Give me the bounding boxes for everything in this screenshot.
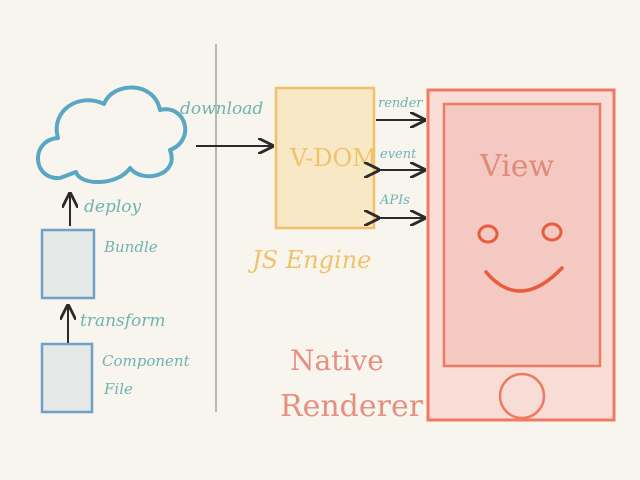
right-eye-icon	[541, 222, 563, 242]
render-label: render	[378, 96, 423, 111]
vdom-box	[274, 86, 376, 230]
component-file-box	[40, 342, 94, 414]
home-button	[498, 372, 546, 420]
js-engine-label: JS Engine	[247, 246, 371, 274]
vdom-label: V-DOM	[289, 144, 377, 172]
renderer-label: Renderer	[280, 389, 424, 424]
phone-screen	[442, 102, 602, 368]
left-eye-icon	[477, 224, 499, 244]
event-label: event	[380, 147, 417, 162]
bundle-label: Bundle	[103, 238, 158, 256]
native-label: Native	[290, 344, 384, 377]
smile-icon	[484, 266, 564, 293]
component-label: Component	[102, 352, 191, 370]
bundle-box	[40, 228, 96, 300]
cloud-icon	[36, 85, 188, 185]
download-label: download	[180, 99, 263, 119]
view-label: View	[479, 149, 554, 184]
file-label: File	[103, 380, 133, 398]
transform-label: transform	[80, 311, 166, 331]
deploy-label: deploy	[84, 197, 141, 217]
apis-label: APIs	[379, 193, 410, 208]
